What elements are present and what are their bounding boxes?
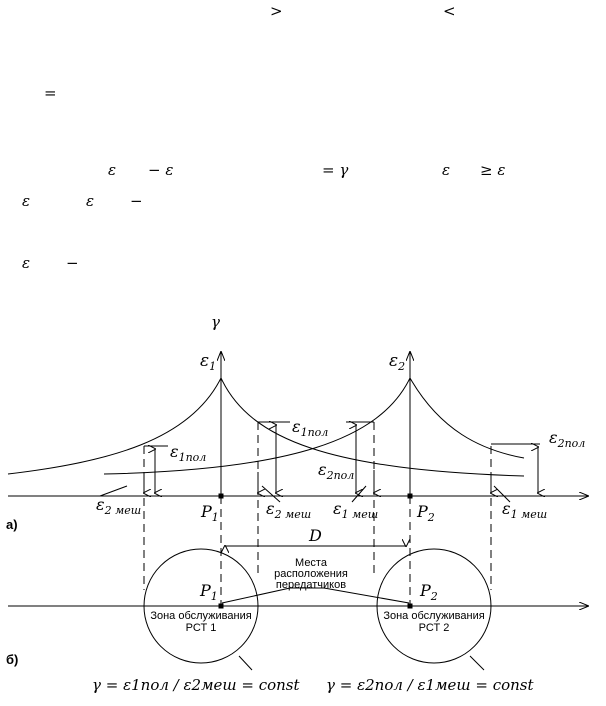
p2-label-b: P2 bbox=[419, 581, 438, 603]
p2-label-a: P2 bbox=[416, 502, 435, 524]
eps2-curve-left bbox=[103, 377, 411, 475]
formula-zone-1: γ = ε1пол / ε2меш = const bbox=[92, 676, 301, 694]
zone1-caption-1: Зона обслуживания bbox=[150, 610, 251, 622]
epsilon-symbol: ε bbox=[86, 192, 95, 210]
epsilon-symbol: ε bbox=[442, 161, 451, 179]
gamma-symbol: γ bbox=[211, 313, 220, 331]
service-zone-2 bbox=[376, 548, 492, 664]
p1-label-b: P1 bbox=[199, 581, 218, 603]
epsilon-symbol: ε bbox=[108, 161, 117, 179]
distance-label: D bbox=[308, 526, 322, 545]
equals-gamma: = γ bbox=[322, 161, 349, 179]
eps1-pol-label-left: ε1пол bbox=[170, 442, 206, 464]
eps1-mesh-label: ε1 меш bbox=[333, 499, 378, 521]
axis-eps1-label: ε1 bbox=[200, 351, 216, 373]
epsilon-symbol: ε bbox=[22, 192, 31, 210]
greater-than-sign: > bbox=[270, 2, 283, 20]
formula-zone-2: γ = ε2пол / ε1меш = const bbox=[326, 676, 535, 694]
zone1-caption-2: РСТ 1 bbox=[186, 622, 217, 634]
eps1-pol-label: ε1пол bbox=[292, 417, 328, 439]
eps1-curve-left bbox=[7, 377, 222, 475]
minus-epsilon: − ε bbox=[148, 161, 174, 179]
eps1-mesh-label-right: ε1 меш bbox=[502, 499, 547, 521]
dash-sign: − bbox=[66, 254, 79, 272]
p1-label-a: P1 bbox=[200, 502, 219, 524]
service-zone-1 bbox=[143, 548, 259, 664]
transmitters-caption-2: расположения bbox=[274, 568, 348, 580]
transmitters-caption-3: передатчиков bbox=[276, 579, 346, 591]
eps2-curve-right bbox=[409, 377, 525, 459]
epsilon-symbol: ε bbox=[22, 254, 31, 272]
eps2-pol-label: ε2пол bbox=[318, 460, 354, 482]
axis-eps2-label: ε2 bbox=[389, 351, 405, 373]
eps2-mesh-label: ε2 меш bbox=[266, 499, 311, 521]
eps2-mesh-label-left: ε2 меш bbox=[96, 495, 141, 517]
section-label-b: б) bbox=[6, 652, 18, 667]
section-label-a: а) bbox=[6, 517, 18, 532]
p1-point-b bbox=[218, 603, 224, 609]
greater-equal-epsilon: ≥ ε bbox=[480, 161, 506, 179]
zone2-caption-2: РСТ 2 bbox=[419, 622, 450, 634]
zone2-caption-1: Зона обслуживания bbox=[383, 610, 484, 622]
eps2-pol-label-right: ε2пол bbox=[549, 428, 585, 450]
dashed-projections bbox=[143, 422, 492, 606]
less-than-sign: < bbox=[443, 2, 456, 20]
eps1-curve-right bbox=[220, 377, 525, 477]
leader-lines bbox=[99, 485, 511, 671]
transmitters-caption-1: Места bbox=[295, 557, 328, 569]
dash-sign: − bbox=[130, 192, 143, 210]
equals-sign: = bbox=[44, 84, 57, 102]
p2-point-b bbox=[407, 603, 413, 609]
